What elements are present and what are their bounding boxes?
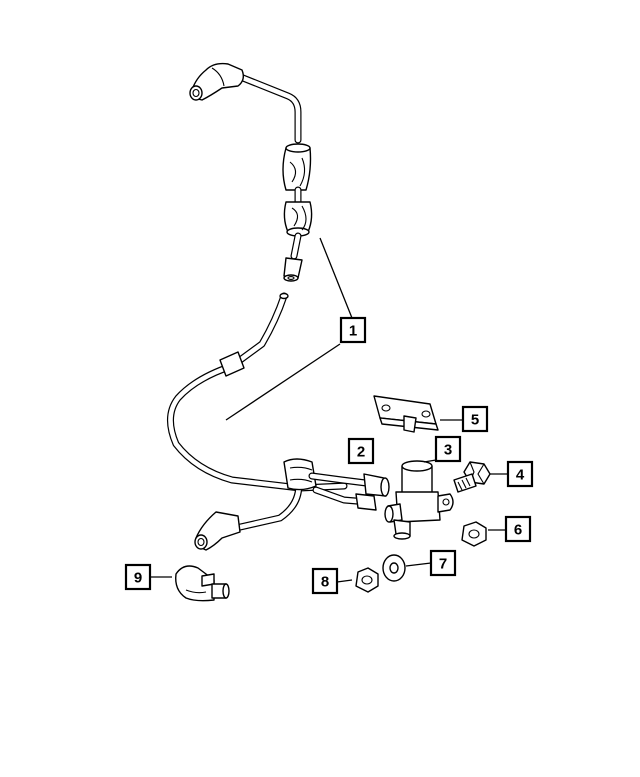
callout-8-label: 8 [321,574,329,591]
callout-7-label: 7 [439,556,447,573]
callout-6: 6 [504,515,532,543]
callout-4-label: 4 [516,467,525,484]
nut-part-8 [355,567,379,593]
callout-4: 4 [506,460,534,488]
callout-2: 2 [347,437,375,465]
callout-3-label: 3 [444,442,452,459]
callout-2-label: 2 [357,444,365,461]
callout-3: 3 [434,435,462,463]
nut-part-6 [461,521,487,547]
callout-1: 1 [339,316,367,344]
callout-5: 5 [461,405,489,433]
leader-lines [150,237,508,583]
washer-part-7 [382,554,406,582]
bolt-part-4 [453,461,491,493]
lower-hose-loop [167,292,390,551]
valve-part-3 [384,460,454,540]
callout-9: 9 [124,563,152,591]
callout-7: 7 [429,549,457,577]
callout-8: 8 [311,567,339,595]
bracket-part-5 [373,395,439,433]
elbow-part-9 [175,565,230,602]
callout-6-label: 6 [514,522,522,539]
upper-hose-assembly [189,62,313,282]
callout-5-label: 5 [471,412,479,429]
callout-9-label: 9 [134,570,142,587]
callout-1-label: 1 [349,323,357,340]
